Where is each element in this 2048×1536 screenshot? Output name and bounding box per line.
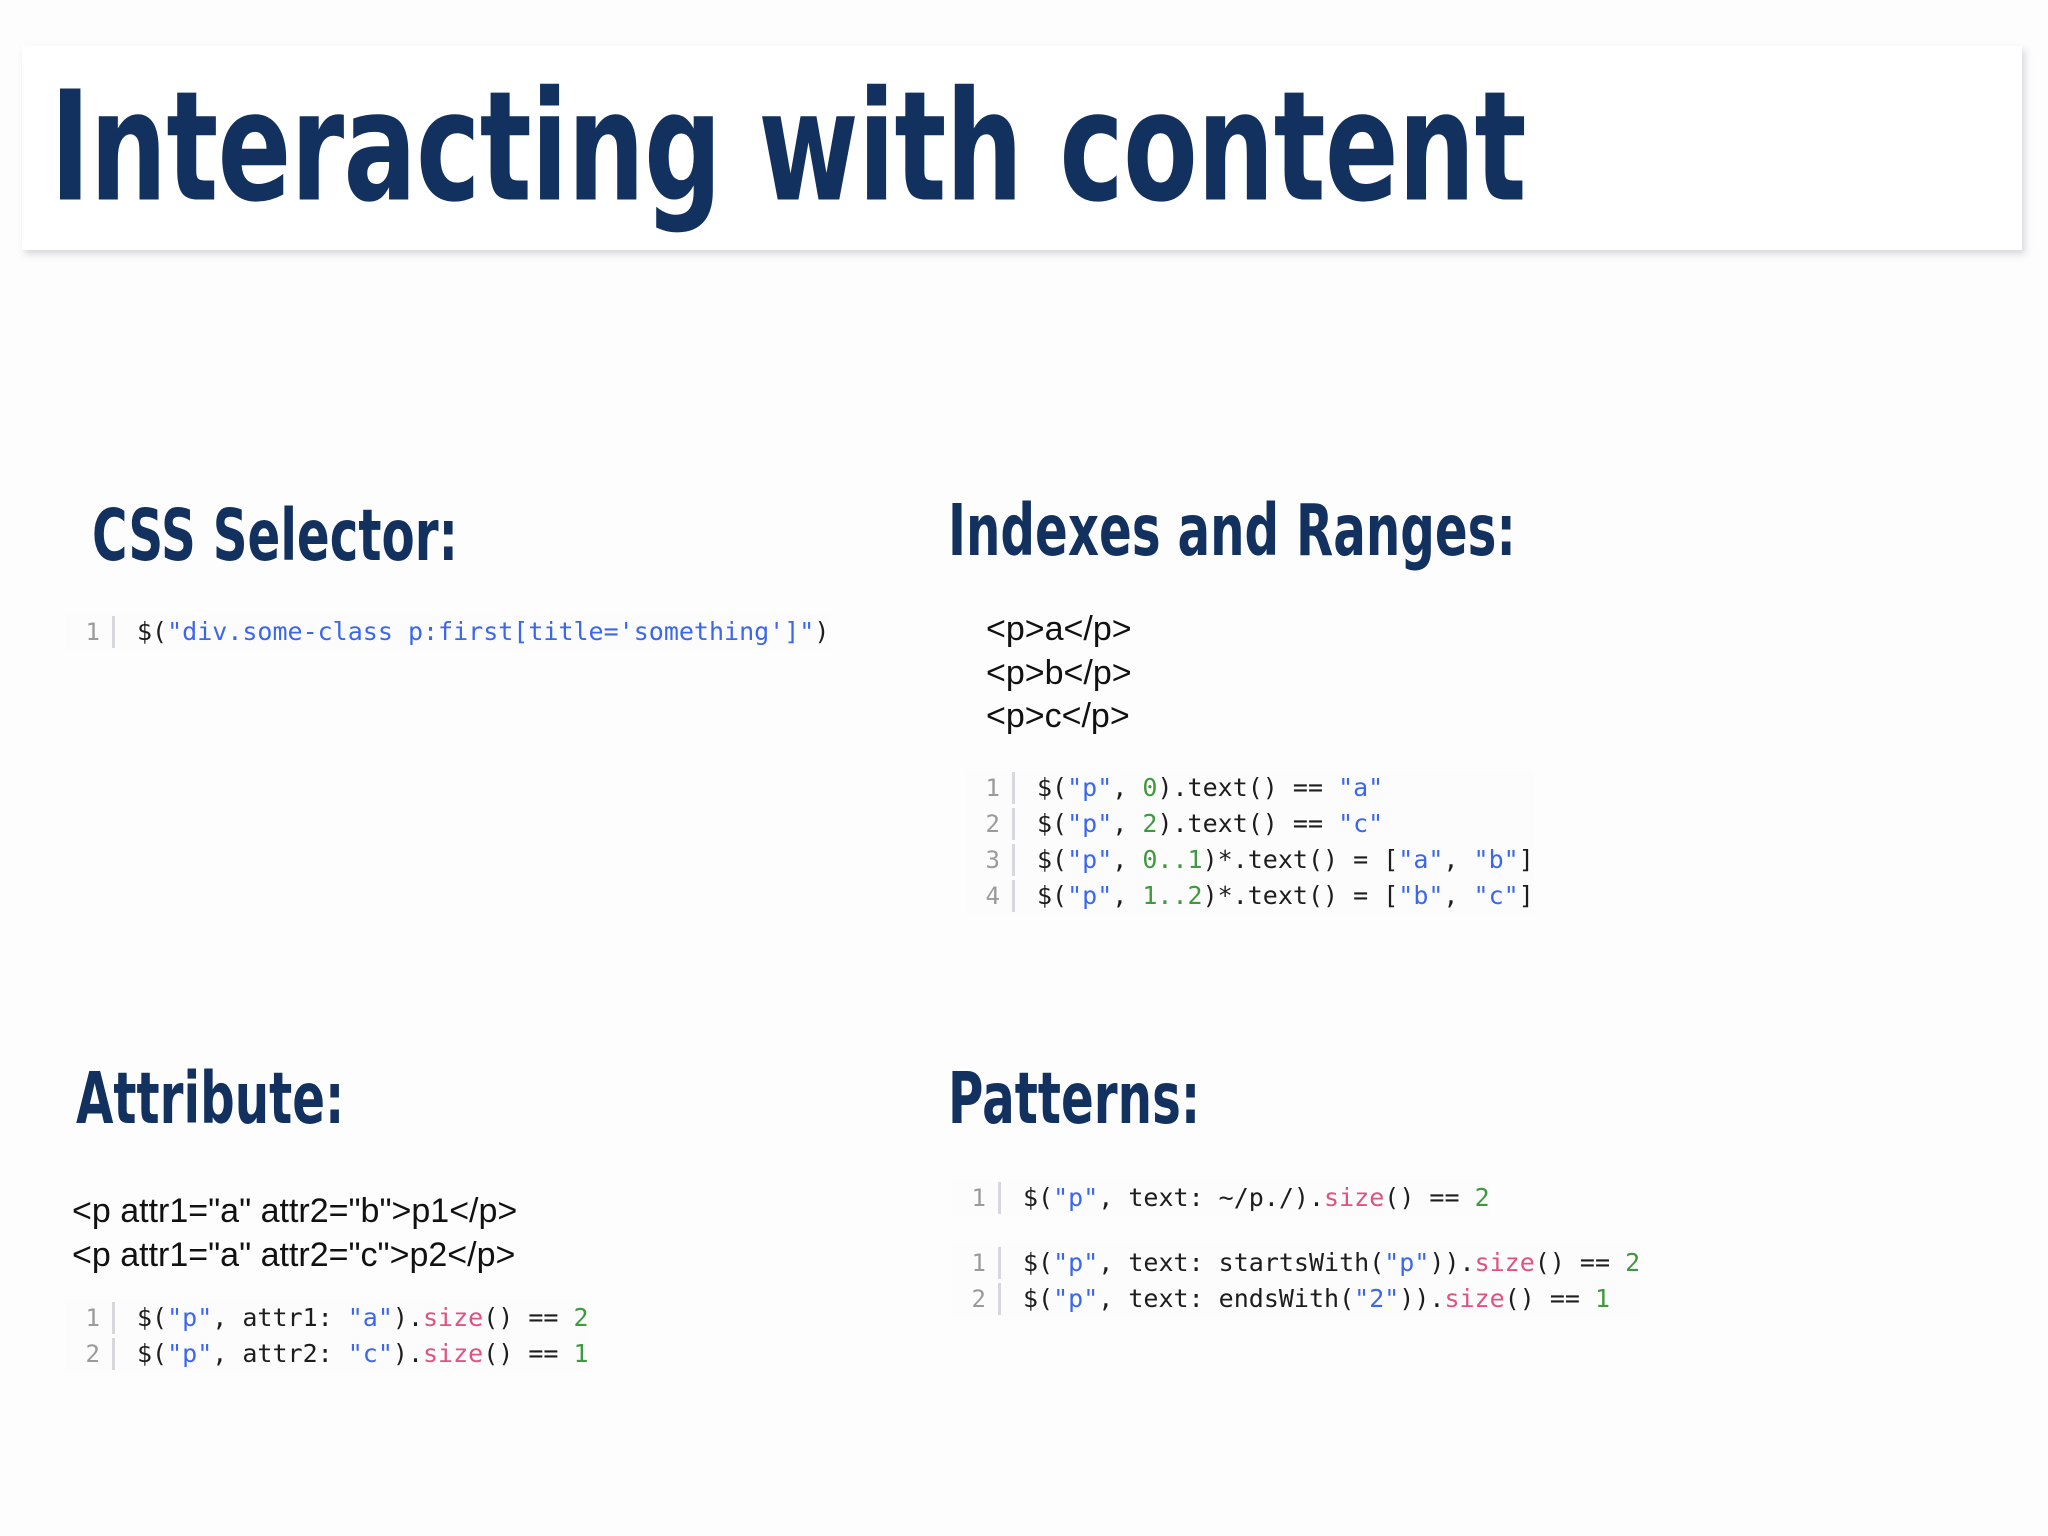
code-line: 4 $("p", 1..2)*.text() = ["b", "c"] [966, 878, 1534, 914]
code-line-number: 1 [971, 1184, 986, 1212]
html-snippet-indexes: <p>a</p> <p>b</p> <p>c</p> [986, 610, 1132, 736]
code-line-number: 2 [971, 1285, 986, 1313]
code-block-patterns-regex: 1 $("p", text: ~/p./).size() == 2 [952, 1180, 1490, 1216]
code-line-text: $("p", 0).text() == "a" [1037, 773, 1384, 802]
code-line-number: 2 [985, 810, 1000, 838]
code-gutter-divider [998, 1247, 1001, 1279]
code-line-number: 1 [985, 774, 1000, 802]
section-heading-css-selector: CSS Selector: [92, 493, 458, 578]
code-gutter-divider [1012, 880, 1015, 912]
code-line: 1 $("div.some-class p:first[title='someth… [66, 614, 829, 650]
code-line: 2 $("p", text: endsWith("2")).size() == 1 [952, 1281, 1640, 1317]
code-line-text: $("p", 1..2)*.text() = ["b", "c"] [1037, 881, 1534, 910]
code-line-number: 1 [85, 1304, 100, 1332]
code-gutter-divider [112, 1338, 115, 1370]
section-heading-attribute: Attribute: [76, 1056, 345, 1141]
code-block-patterns-matchers: 1 $("p", text: startsWith("p")).size() ==… [952, 1245, 1641, 1317]
code-line: 1 $("p", 0).text() == "a" [966, 770, 1534, 806]
code-block-indexes-and-ranges: 1 $("p", 0).text() == "a" 2 $("p", 2).text(… [966, 770, 1534, 914]
code-line-text: $("div.some-class p:first[title='somethi… [137, 617, 830, 646]
code-gutter-divider [1012, 808, 1015, 840]
code-line-text: $("p", attr1: "a").size() == 2 [137, 1303, 589, 1332]
title-banner: Interacting with content [22, 46, 2022, 250]
code-line: 1 $("p", attr1: "a").size() == 2 [66, 1300, 589, 1336]
code-line-number: 1 [85, 618, 100, 646]
code-line-number: 3 [985, 846, 1000, 874]
code-block-attribute: 1 $("p", attr1: "a").size() == 2 2 $("p", a… [66, 1300, 589, 1372]
html-snippet-attribute: <p attr1="a" attr2="b">p1</p> <p attr1="… [72, 1192, 518, 1274]
code-gutter-divider [1012, 772, 1015, 804]
code-line-number: 4 [985, 882, 1000, 910]
code-gutter-divider [112, 616, 115, 648]
code-line: 2 $("p", 2).text() == "c" [966, 806, 1534, 842]
code-line-number: 2 [85, 1340, 100, 1368]
code-line-text: $("p", text: startsWith("p")).size() == … [1023, 1248, 1641, 1277]
code-gutter-divider [1012, 844, 1015, 876]
code-line-text: $("p", text: endsWith("2")).size() == 1 [1023, 1284, 1611, 1313]
code-gutter-divider [112, 1302, 115, 1334]
code-line-text: $("p", attr2: "c").size() == 1 [137, 1339, 589, 1368]
code-line-text: $("p", 0..1)*.text() = ["a", "b"] [1037, 845, 1534, 874]
code-line: 2 $("p", attr2: "c").size() == 1 [66, 1336, 589, 1372]
code-gutter-divider [998, 1283, 1001, 1315]
code-line: 1 $("p", text: startsWith("p")).size() ==… [952, 1245, 1640, 1281]
code-line: 3 $("p", 0..1)*.text() = ["a", "b"] [966, 842, 1534, 878]
section-heading-indexes-and-ranges: Indexes and Ranges: [948, 488, 1516, 573]
section-heading-patterns: Patterns: [948, 1056, 1201, 1141]
code-block-css-selector: 1 $("div.some-class p:first[title='someth… [66, 614, 830, 650]
code-line-text: $("p", 2).text() == "c" [1037, 809, 1384, 838]
code-line-text: $("p", text: ~/p./).size() == 2 [1023, 1183, 1490, 1212]
page-title: Interacting with content [50, 59, 1527, 237]
code-gutter-divider [998, 1182, 1001, 1214]
code-line-number: 1 [971, 1249, 986, 1277]
code-line: 1 $("p", text: ~/p./).size() == 2 [952, 1180, 1490, 1216]
